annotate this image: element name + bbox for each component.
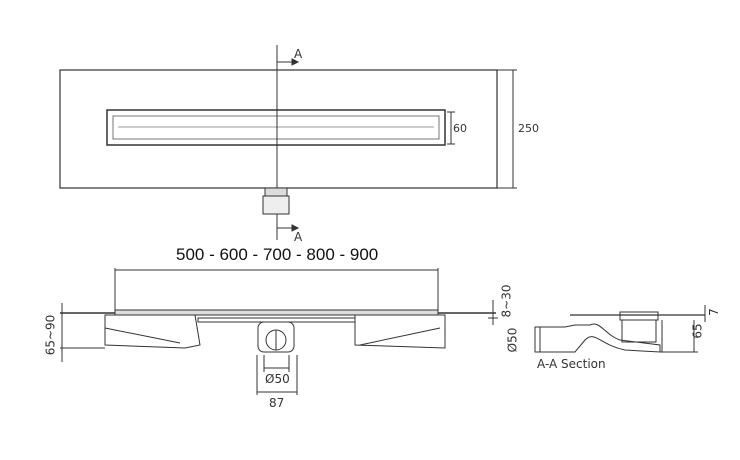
section-label: A-A Section [537,357,606,371]
section-offset-dimension: 7 [706,308,721,316]
section-mark-top: A [294,47,303,61]
height-range-dimension: 65~90 [43,314,58,356]
length-options: 500 - 600 - 700 - 800 - 900 [176,245,379,264]
adjust-range-dimension: 8~30 [499,284,514,318]
total-width-dimension: 250 [518,122,539,135]
outlet-diameter-dimension: Ø50 [265,372,290,386]
slot-width-dimension: 60 [453,122,467,135]
side-diameter-dimension: Ø50 [505,327,520,353]
front-view [60,268,498,395]
section-height-dimension: 65 [690,323,705,339]
top-view [59,45,517,240]
section-mark-bottom: A [294,230,303,244]
section-view [534,305,706,353]
outlet-width-dimension: 87 [269,396,285,410]
